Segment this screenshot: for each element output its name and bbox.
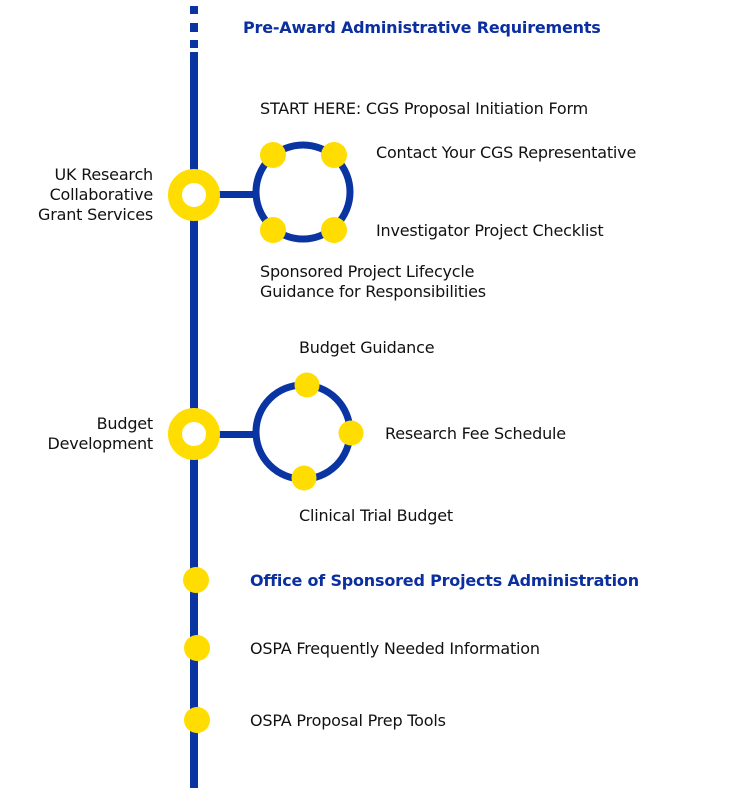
connector-cgs — [218, 191, 256, 198]
link-fee-schedule[interactable]: Research Fee Schedule — [385, 424, 566, 443]
link-clinical-trial[interactable]: Clinical Trial Budget — [299, 506, 453, 525]
link-line: Sponsored Project Lifecycle — [260, 262, 475, 281]
station-fee-schedule[interactable] — [338, 420, 364, 446]
hub-label-line: Budget — [96, 414, 154, 433]
link-lifecycle[interactable]: Sponsored Project Lifecycle Guidance for… — [260, 262, 486, 302]
station-lifecycle[interactable] — [260, 217, 286, 243]
main-line-dashes — [190, 6, 198, 48]
link-ospa-info[interactable]: OSPA Frequently Needed Information — [250, 639, 540, 658]
link-budget-guidance[interactable]: Budget Guidance — [299, 338, 435, 357]
link-initiation-form[interactable]: START HERE: CGS Proposal Initiation Form — [260, 99, 588, 118]
station-ospa[interactable] — [183, 567, 209, 593]
link-contact-rep[interactable]: Contact Your CGS Representative — [376, 143, 637, 162]
hub-label-line: Development — [47, 434, 153, 453]
heading-ospa[interactable]: Office of Sponsored Projects Administrat… — [250, 571, 639, 590]
loop-budget — [252, 381, 354, 483]
station-budget-guidance[interactable] — [294, 372, 320, 398]
station-initiation-form[interactable] — [260, 142, 286, 168]
hub-station-budget[interactable] — [168, 408, 220, 460]
loop-cgs — [252, 141, 354, 243]
hub-label-cgs[interactable]: UK Research Collaborative Grant Services — [38, 165, 153, 225]
hub-station-cgs[interactable] — [168, 169, 220, 221]
link-line: Guidance for Responsibilities — [260, 282, 486, 301]
hub-label-line: Grant Services — [38, 205, 153, 224]
station-ospa-tools[interactable] — [184, 707, 210, 733]
hub-label-line: UK Research — [54, 165, 154, 184]
link-checklist[interactable]: Investigator Project Checklist — [376, 221, 604, 240]
link-ospa-tools[interactable]: OSPA Proposal Prep Tools — [250, 711, 446, 730]
station-checklist[interactable] — [321, 217, 347, 243]
hub-label-budget[interactable]: Budget Development — [47, 414, 153, 454]
station-contact-rep[interactable] — [321, 142, 347, 168]
station-clinical-trial[interactable] — [291, 465, 317, 491]
hub-label-line: Collaborative — [49, 185, 154, 204]
heading-pre-award[interactable]: Pre-Award Administrative Requirements — [243, 18, 601, 37]
station-ospa-info[interactable] — [184, 635, 210, 661]
connector-budget — [218, 431, 256, 438]
